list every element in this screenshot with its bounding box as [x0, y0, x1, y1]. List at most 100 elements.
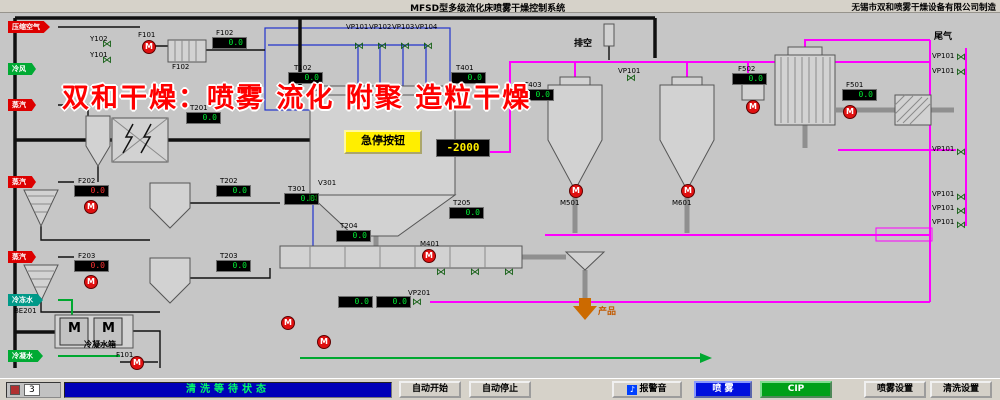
tag-label: F202	[78, 177, 96, 185]
pump-icon[interactable]: M	[569, 184, 583, 198]
tag-label: F101	[138, 31, 156, 39]
valve-icon[interactable]: ⋈	[308, 193, 318, 204]
tag-label: 冷凝水箱	[84, 340, 116, 349]
tag-label: VP101	[932, 145, 955, 153]
pump-icon[interactable]: M	[317, 335, 331, 349]
tag-label: Y101	[90, 51, 108, 59]
window-title: MFSD型多级流化床喷雾干燥控制系统	[410, 4, 566, 14]
valve-icon[interactable]: ⋈	[626, 73, 636, 84]
tag-label: T203	[220, 252, 238, 260]
flow-tag-蒸汽: 蒸汽	[8, 99, 36, 111]
flow-tag-冷冻水: 冷冻水	[8, 294, 43, 306]
value-display: 0.0	[212, 37, 247, 49]
valve-icon[interactable]: ⋈	[102, 55, 112, 66]
button-alarm-sound[interactable]: ♪报警音	[612, 381, 682, 398]
pump-icon[interactable]: M	[84, 275, 98, 289]
value-display: 0.0	[74, 260, 109, 272]
tag-label: T301	[288, 185, 306, 193]
valve-icon[interactable]: ⋈	[436, 267, 446, 278]
value-display: 0.0	[284, 193, 319, 205]
button-auto-start[interactable]: 自动开始	[399, 381, 461, 398]
tag-label: M	[68, 321, 81, 336]
button-spray-settings[interactable]: 喷雾设置	[864, 381, 926, 398]
button-cip[interactable]: CIP	[760, 381, 832, 398]
tag-label: 尾气	[934, 32, 953, 42]
tag-label: F101	[116, 351, 134, 359]
flow-tag-蒸汽: 蒸汽	[8, 176, 36, 188]
valve-icon[interactable]: ⋈	[956, 220, 966, 231]
tag-label: Y102	[90, 35, 108, 43]
tag-label: BE201	[14, 307, 37, 315]
valve-icon[interactable]: ⋈	[470, 267, 480, 278]
value-display: 0.0	[216, 260, 251, 272]
tag-label: VP101	[618, 67, 641, 75]
pump-icon[interactable]: M	[746, 100, 760, 114]
screen-counter: 3	[6, 382, 61, 398]
tag-label: VP101	[932, 218, 955, 226]
valve-icon[interactable]: ⋈	[354, 41, 364, 52]
tag-label: VP201	[408, 289, 431, 297]
tag-label: V301	[318, 179, 337, 187]
flow-tag-冷凝水: 冷凝水	[8, 350, 43, 362]
tag-label: F102	[172, 63, 190, 71]
valve-icon[interactable]: ⋈	[423, 41, 433, 52]
tag-label: VP103	[392, 23, 415, 31]
pump-icon[interactable]: M	[142, 40, 156, 54]
tag-label: VP101	[932, 204, 955, 212]
tag-label: F203	[78, 252, 96, 260]
valve-icon[interactable]: ⋈	[377, 41, 387, 52]
tag-label: M501	[560, 199, 580, 207]
button-clean-settings[interactable]: 清洗设置	[930, 381, 992, 398]
screen-number: 3	[24, 383, 40, 396]
manufacturer-text: 无锡市双和喷雾干燥设备有限公司制造	[851, 3, 996, 13]
emergency-stop-button[interactable]: 急停按钮	[344, 130, 422, 154]
value-display: 0.0	[336, 230, 371, 242]
valve-icon[interactable]: ⋈	[956, 192, 966, 203]
button-auto-stop[interactable]: 自动停止	[469, 381, 531, 398]
watermark-text: 双和干燥：喷雾 流化 附聚 造粒干燥	[62, 83, 532, 114]
value-display: 0.0	[288, 72, 323, 84]
pump-icon[interactable]: M	[681, 184, 695, 198]
flow-tag-蒸汽: 蒸汽	[8, 251, 36, 263]
tag-label: F501	[846, 81, 864, 89]
valve-icon[interactable]: ⋈	[412, 297, 422, 308]
tag-label: T201	[190, 104, 208, 112]
tag-label: F502	[738, 65, 756, 73]
tag-label: T102	[294, 64, 312, 72]
value-display: 0.0	[74, 185, 109, 197]
status-display: 清洗等待状态	[64, 382, 392, 398]
valve-icon[interactable]: ⋈	[956, 147, 966, 158]
value-display: 0.0	[338, 296, 373, 308]
tag-label: T202	[220, 177, 238, 185]
valve-icon[interactable]: ⋈	[102, 39, 112, 50]
valve-icon[interactable]: ⋈	[956, 52, 966, 63]
value-display: 0.0	[519, 89, 554, 101]
valve-icon[interactable]: ⋈	[956, 206, 966, 217]
valve-icon[interactable]: ⋈	[400, 41, 410, 52]
pump-icon[interactable]: M	[281, 316, 295, 330]
pump-icon[interactable]: M	[84, 200, 98, 214]
value-display: 0.0	[186, 112, 221, 124]
tag-label: M401	[420, 240, 440, 248]
tag-label: T401	[456, 64, 474, 72]
button-label: 清洗设置	[942, 384, 979, 394]
pump-icon[interactable]: M	[843, 105, 857, 119]
button-label: 喷 雾	[712, 384, 734, 394]
tag-label: VP101	[932, 67, 955, 75]
pump-icon[interactable]: M	[130, 356, 144, 370]
tag-label: T403	[524, 81, 542, 89]
tag-label: VP104	[415, 23, 438, 31]
valve-icon[interactable]: ⋈	[956, 67, 966, 78]
valve-icon[interactable]: ⋈	[504, 267, 514, 278]
tag-label: M601	[672, 199, 692, 207]
tag-label: 产品	[598, 307, 617, 317]
vacuum-display: -2000	[436, 139, 490, 157]
button-label: 自动开始	[411, 384, 448, 394]
flow-tag-压缩空气: 压缩空气	[8, 21, 50, 33]
value-display: 0.0	[451, 72, 486, 84]
tag-label: F102	[216, 29, 234, 37]
tag-label: M	[102, 321, 115, 336]
pump-icon[interactable]: M	[422, 249, 436, 263]
button-spray[interactable]: 喷 雾	[694, 381, 752, 398]
